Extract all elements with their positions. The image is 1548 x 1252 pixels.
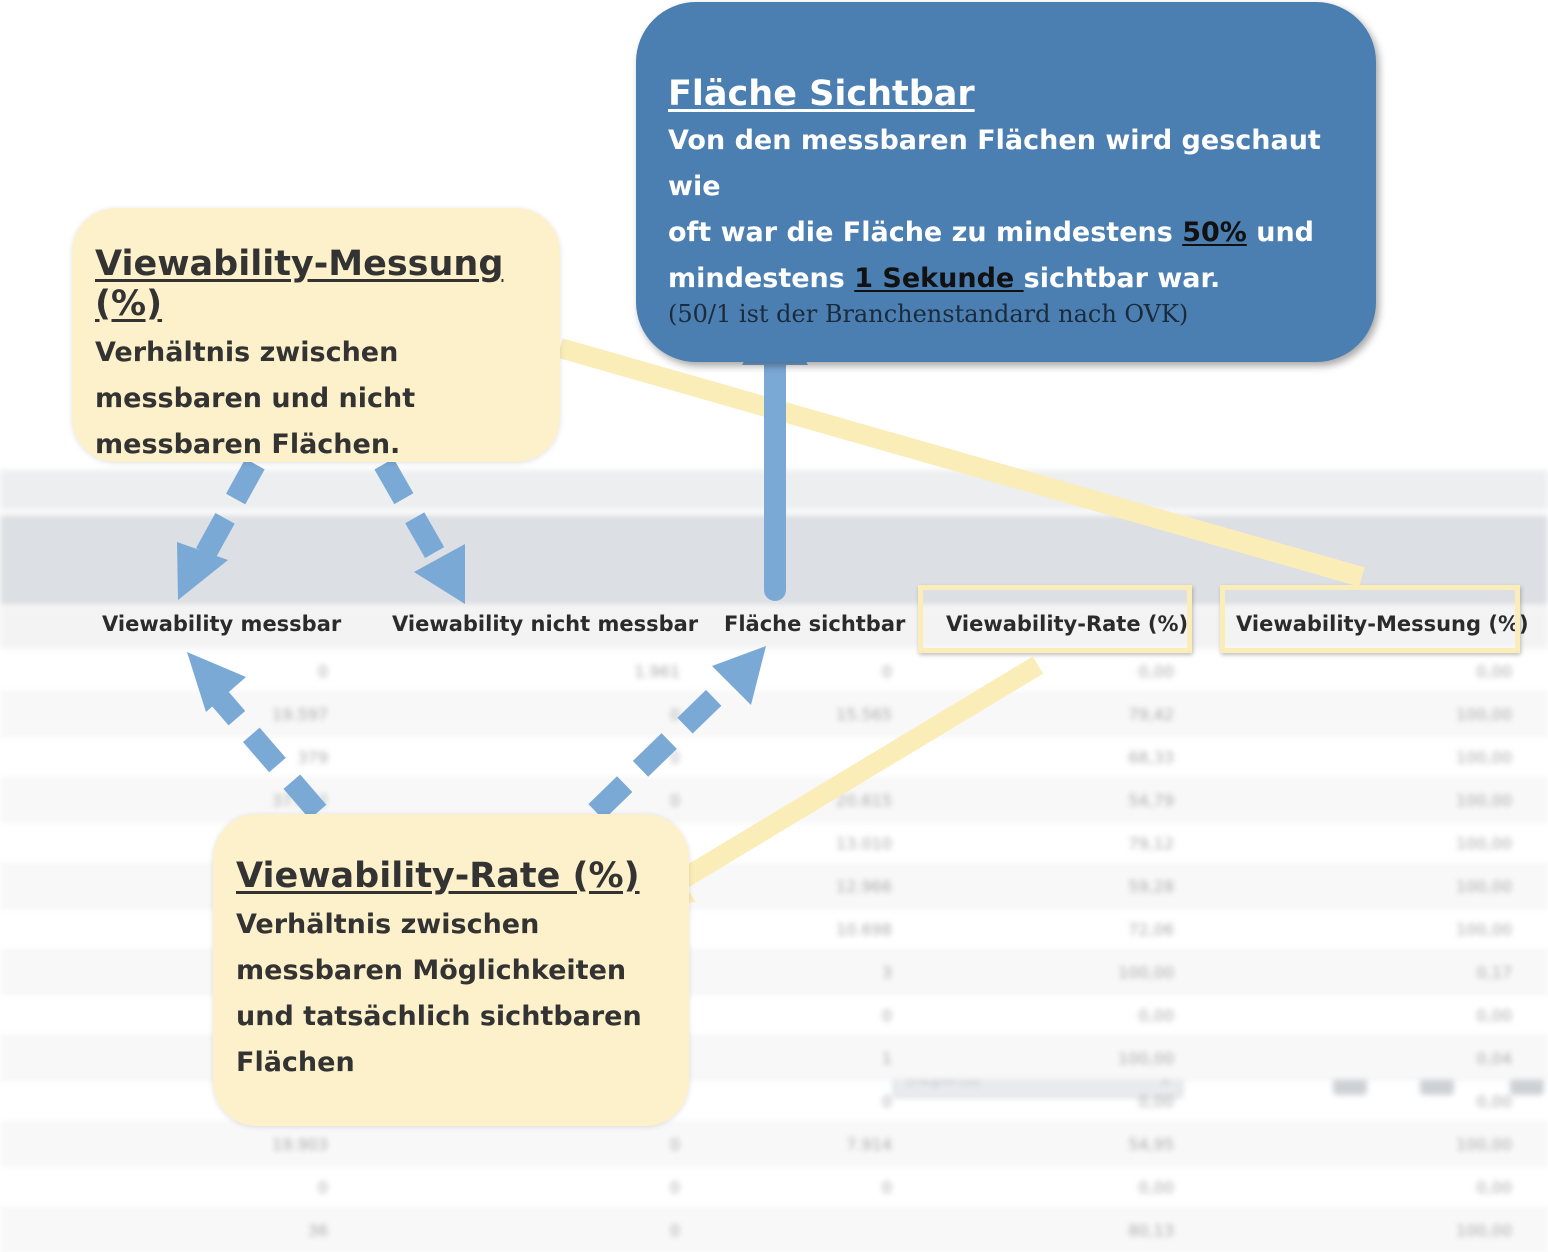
table-cell: 100,00	[1118, 963, 1174, 982]
highlight-box-messung	[1220, 585, 1520, 653]
table-cell: 0,00	[1476, 1092, 1512, 1111]
blue-dashed-arrow-rate-to-flaeche	[588, 646, 766, 820]
column-header-viewability-rate[interactable]: Viewability-Rate (%)	[946, 612, 1189, 636]
table-cell: 0	[669, 1135, 680, 1154]
callout-area-1-sekunde: 1 Sekunde	[854, 263, 1024, 294]
table-cell: 100,00	[1456, 748, 1512, 767]
callout-rate-line4: Flächen	[236, 1047, 355, 1078]
table-row[interactable]: 13.010 79,12 100,00	[0, 822, 1548, 865]
table-cell: 0	[669, 791, 680, 810]
table-row[interactable]: 0 0,00 0,00	[0, 1080, 1548, 1123]
table-cell: 0	[881, 1092, 892, 1111]
table-cell: 100,00	[1456, 1221, 1512, 1240]
table-cell: 13.010	[836, 834, 892, 853]
blue-dashed-arrow-to-nicht-messbar	[374, 458, 465, 604]
callout-area-line3-end: sichtbar war.	[1023, 263, 1221, 294]
callout-rate-line3: und tatsächlich sichtbaren	[236, 1001, 642, 1032]
table-cell: 0	[317, 662, 328, 681]
table-row[interactable]: 0 0,00 0,00	[0, 994, 1548, 1037]
table-cell: 0	[669, 705, 680, 724]
table-cell: 100,00	[1456, 834, 1512, 853]
highlight-box-rate	[918, 585, 1192, 653]
column-header-viewability-messbar[interactable]: Viewability messbar	[102, 612, 342, 636]
table-cell: 68,33	[1128, 748, 1174, 767]
table-cell: 0,04	[1476, 1049, 1512, 1068]
blue-dashed-arrow-rate-to-messbar	[187, 652, 327, 820]
callout-area-line3: mindestens 1 Sekunde sichtbar war.	[668, 256, 1376, 302]
callout-messung-line2: messbaren und nicht	[95, 383, 416, 414]
callout-messung-line1: Verhältnis zwischen	[95, 337, 399, 368]
callout-rate-title: Viewability-Rate (%)	[236, 856, 640, 896]
table-cell: 0	[881, 662, 892, 681]
callout-messung-line3: messbaren Flächen.	[95, 429, 401, 460]
table-cell: 20.615	[836, 791, 892, 810]
table-cell: 100,00	[1456, 920, 1512, 939]
table-cell: 0,00	[1476, 1006, 1512, 1025]
callout-area-note: (50/1 ist der Branchenstandard nach OVK)	[668, 300, 1189, 328]
table-cell: 379	[297, 748, 328, 767]
table-cell: 0	[881, 1006, 892, 1025]
callout-area-line1: Von den messbaren Flächen wird geschaut …	[668, 125, 1321, 202]
table-cell: 79,12	[1128, 834, 1174, 853]
table-cell: 100,00	[1456, 1135, 1512, 1154]
table-cell: 0,00	[1138, 1178, 1174, 1197]
table-cell: 72,06	[1128, 920, 1174, 939]
table-cell: 36	[307, 1221, 328, 1240]
table-cell: 0,00	[1138, 1092, 1174, 1111]
blue-dashed-arrow-to-messbar	[177, 458, 265, 600]
table-cell: 0	[669, 1221, 680, 1240]
table-cell: 19.903	[272, 1135, 328, 1154]
callout-area-line2: oft war die Fläche zu mindestens 50% und	[668, 210, 1376, 256]
column-header-viewability-nicht-messbar[interactable]: Viewability nicht messbar	[392, 612, 699, 636]
table-cell: 54,95	[1128, 1135, 1174, 1154]
callout-rate-line1: Verhältnis zwischen	[236, 909, 540, 940]
table-cell: 0	[317, 1178, 328, 1197]
table-cell: 0,00	[1476, 662, 1512, 681]
table-row[interactable]: 0 1.961 0 0,00 0,00	[0, 650, 1548, 693]
callout-flaeche-sichtbar: Fläche Sichtbar Von den messbaren Fläche…	[636, 2, 1376, 362]
table-cell: 3	[881, 963, 892, 982]
table-cell: 19.597	[272, 705, 328, 724]
table-cell: 1	[881, 1049, 892, 1068]
table-cell: 100,00	[1456, 877, 1512, 896]
table-row[interactable]: 19.597 0 15.565 79,42 100,00	[0, 693, 1548, 736]
yellow-arrow-to-rate-callout	[632, 656, 1044, 908]
table-header-row	[0, 607, 1548, 649]
table-cell: 15.565	[836, 705, 892, 724]
callout-rate-line2: messbaren Möglichkeiten	[236, 955, 627, 986]
callout-messung-title: Viewability-Messung (%)	[95, 244, 504, 324]
callout-area-title: Fläche Sichtbar	[668, 74, 975, 114]
table-cell: 0	[669, 748, 680, 767]
callout-viewability-messung: Viewability-Messung (%) Verhältnis zwisc…	[72, 208, 560, 462]
table-row[interactable]: 379 0 68,33 100,00	[0, 736, 1548, 779]
table-cell: 59,28	[1128, 877, 1174, 896]
table-cell: 12.966	[836, 877, 892, 896]
column-header-flaeche-sichtbar[interactable]: Fläche sichtbar	[724, 612, 906, 636]
table-cell: 0	[669, 1178, 680, 1197]
table-cell: 0,00	[1138, 662, 1174, 681]
callout-area-line2-text: oft war die Fläche zu mindestens	[668, 217, 1183, 248]
table-cell: 100,00	[1118, 1049, 1174, 1068]
table-row[interactable]: 19.903 0 7.914 54,95 100,00	[0, 1123, 1548, 1166]
callout-area-line2-end: und	[1246, 217, 1315, 248]
table-cell: 7.914	[846, 1135, 892, 1154]
table-cell: 54,79	[1128, 791, 1174, 810]
table-cell: 0	[881, 1178, 892, 1197]
callout-viewability-rate: Viewability-Rate (%) Verhältnis zwischen…	[213, 814, 689, 1126]
table-cell: 0,00	[1138, 1006, 1174, 1025]
callout-area-50-percent: 50%	[1182, 217, 1247, 248]
table-row[interactable]: 0 0 0 0,00 0,00	[0, 1166, 1548, 1209]
table-row[interactable]: 10.698 72,06 100,00	[0, 908, 1548, 951]
table-cell: 0,17	[1476, 963, 1512, 982]
table-cell: 80,13	[1128, 1221, 1174, 1240]
table-cell: 100,00	[1456, 791, 1512, 810]
table-cell: 10.698	[836, 920, 892, 939]
column-header-viewability-messung[interactable]: Viewability-Messung (%)	[1236, 612, 1529, 636]
table-cell: 79,42	[1128, 705, 1174, 724]
table-cell: 100,00	[1456, 705, 1512, 724]
table-cell: 0,00	[1476, 1178, 1512, 1197]
table-cell: 1.961	[634, 662, 680, 681]
callout-area-line3-text: mindestens	[668, 263, 855, 294]
